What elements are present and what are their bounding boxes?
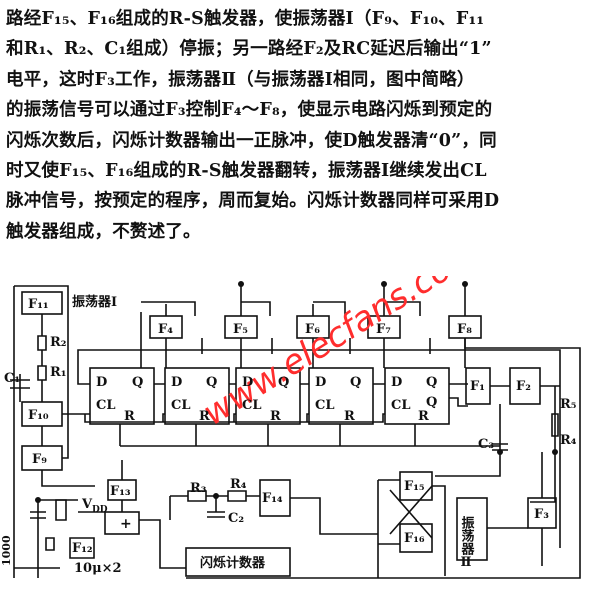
r1000-label: 1000 (0, 535, 13, 566)
gate-f1: F₁ (470, 379, 485, 394)
plus-sign: + (120, 516, 132, 532)
vdd-sub-label: DD (92, 505, 108, 515)
gate-f2: F₂ (516, 379, 531, 394)
text-line: 的振荡信号可以通过F₃控制F₄～F₈，使显示电路闪烁到预定的 (6, 100, 493, 121)
gate-f13: F₁₃ (110, 484, 131, 499)
gate-f12: F₁₂ (72, 541, 93, 556)
gate-f11: F₁₁ (28, 297, 49, 312)
watermark: www.elecfans.com (196, 276, 486, 434)
gate-f4: F₄ (158, 322, 173, 337)
vdd-label: V (81, 497, 93, 512)
paragraph: 路经F₁₅、F₁₆组成的R-S触发器，使振荡器Ⅰ（F₉、F₁₀、F₁₁ 和R₁、… (6, 4, 584, 247)
text-line: 触发器组成，不赘述了。 (6, 221, 201, 242)
gate-f6: F₆ (305, 322, 320, 337)
gate-f3: F₃ (534, 507, 549, 522)
osc2-label: 振荡器Ⅱ (459, 515, 476, 570)
ff-cl: CL (96, 398, 116, 413)
ff-q: Q (426, 375, 437, 390)
osc1-label: 振荡器Ⅰ (72, 294, 117, 310)
gate-f7: F₇ (376, 322, 391, 337)
text-line: 脉冲信号，按预定的程序，周而复始。闪烁计数器同样可采用D (6, 191, 500, 212)
gate-f9: F₉ (32, 452, 47, 467)
ff-r: R (199, 409, 210, 424)
text-line: 时又使F₁₅、F₁₆组成的R-S触发器翻转，振荡器Ⅰ继续发出CL (6, 161, 487, 182)
gate-f14: F₁₄ (262, 491, 283, 506)
ff-d: D (96, 375, 107, 390)
ff-q: Q (206, 375, 217, 390)
label-r4-right: R₄ (560, 433, 577, 448)
ff-r: R (124, 409, 135, 424)
text-line: 电平，这时F₃工作，振荡器Ⅱ（与振荡器Ⅰ相同，图中简略） (6, 69, 475, 90)
ff-r: R (270, 409, 281, 424)
gate-f8: F₈ (457, 322, 472, 337)
label-c1: C₁ (4, 371, 20, 386)
circuit-diagram: www.elecfans.com 振荡器Ⅰ F₁₁ F₁₀ F₉ R₂ R₁ C… (0, 276, 581, 579)
label-r5: R₅ (560, 397, 577, 412)
ff-cl: CL (171, 398, 191, 413)
ff-q: Q (278, 375, 289, 390)
label-r2: R₂ (50, 335, 67, 350)
ff-d: D (171, 375, 182, 390)
text-line: 和R₁、R₂、C₁组成）停振；另一路经F₂及RC延迟后输出“1” (6, 39, 492, 60)
ff-cl: CL (391, 398, 411, 413)
ff-qbar: Q (426, 395, 437, 410)
ff-d: D (391, 375, 402, 390)
label-r4: R₄ (230, 477, 247, 492)
label-r3: R₃ (190, 481, 207, 496)
ff-r: R (344, 409, 355, 424)
ff-d: D (315, 375, 326, 390)
ff-r: R (418, 409, 429, 424)
gate-f15: F₁₅ (404, 479, 425, 494)
ff-cl: CL (242, 398, 262, 413)
ff-cl: CL (315, 398, 335, 413)
gate-f5: F₅ (233, 322, 248, 337)
cap-label: 10μ×2 (74, 561, 122, 576)
gate-f10: F₁₀ (28, 408, 49, 423)
ff-q: Q (350, 375, 361, 390)
ff-q: Q (132, 375, 143, 390)
gate-f16: F₁₆ (404, 531, 425, 546)
text-line: 闪烁次数后，闪烁计数器输出一正脉冲，使D触发器清“0”，同 (6, 130, 497, 151)
label-c3: C₃ (478, 437, 494, 452)
counter-label: 闪烁计数器 (200, 555, 266, 571)
label-r1: R₁ (50, 365, 67, 380)
ff-d: D (242, 375, 253, 390)
text-line: 路经F₁₅、F₁₆组成的R-S触发器，使振荡器Ⅰ（F₉、F₁₀、F₁₁ (6, 9, 485, 29)
label-c2: C₂ (228, 511, 244, 526)
